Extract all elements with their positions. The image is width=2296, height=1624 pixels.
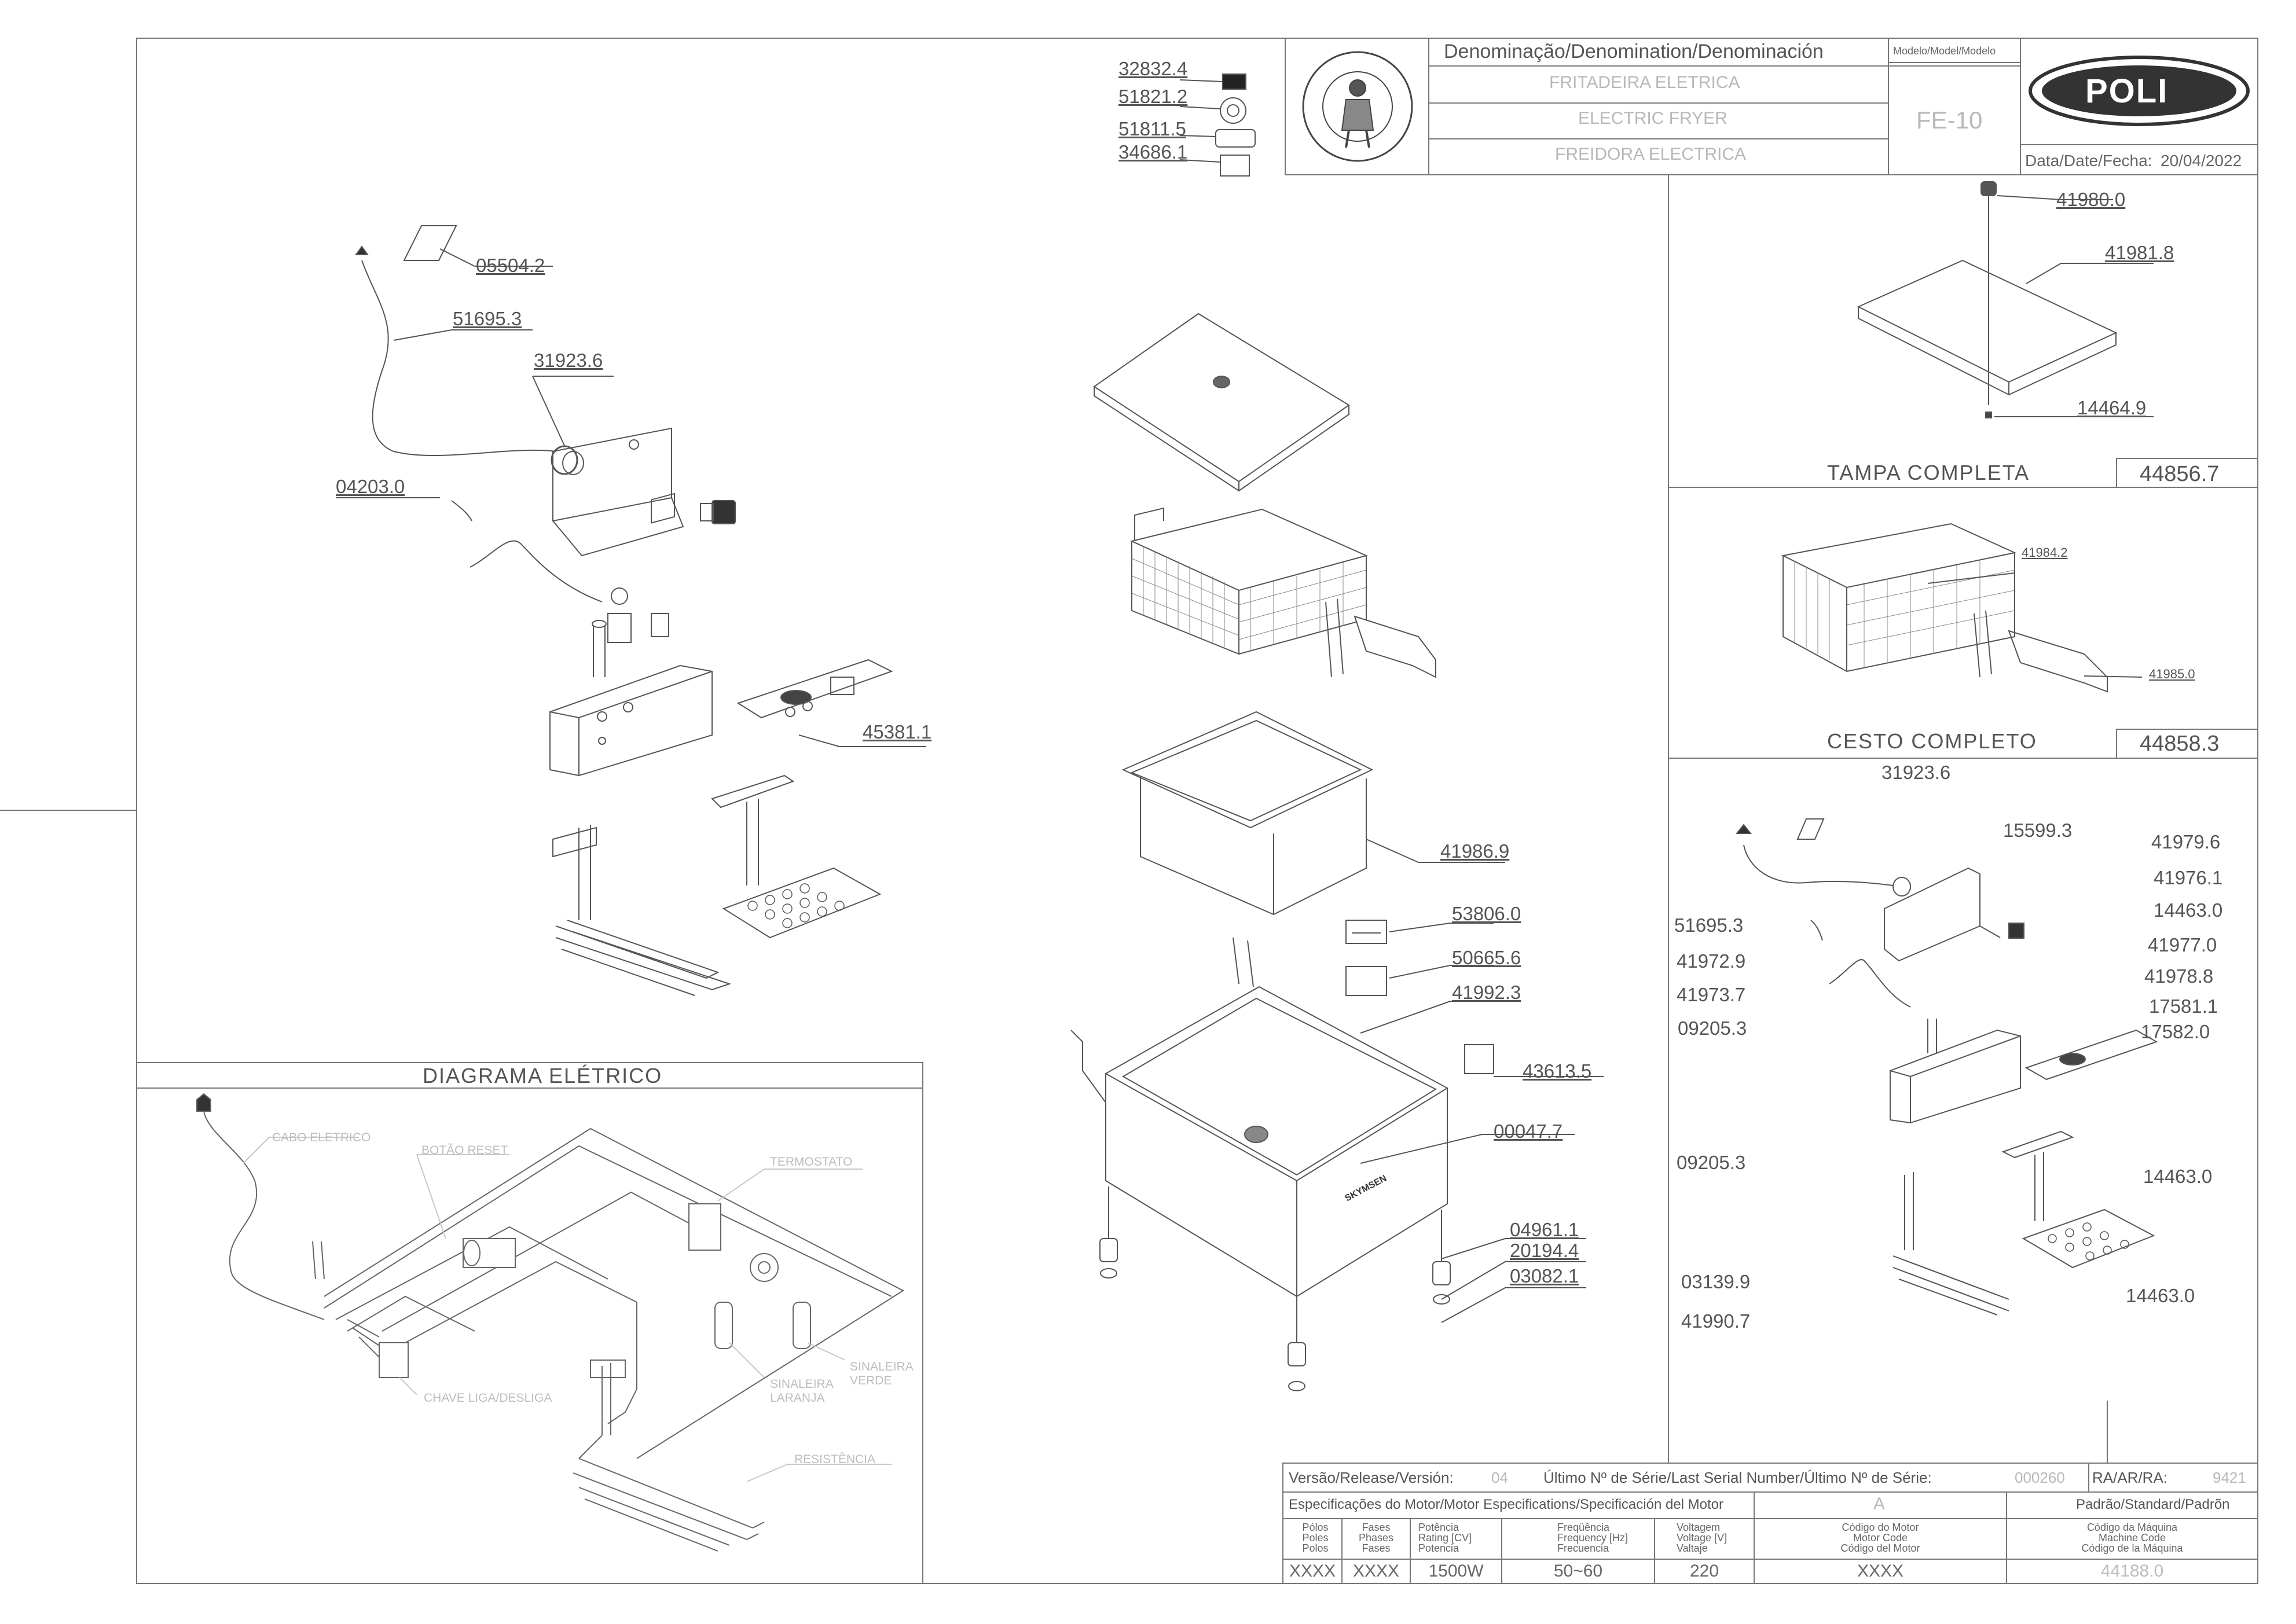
part-number-41986: 41986.9 [1440, 840, 1510, 862]
model-header: Modelo/Model/Modelo [1893, 45, 1996, 57]
variant-part-l4: 09205.3 [1678, 1017, 1747, 1039]
drawing-frame [0, 38, 2258, 1584]
label-stickers [1179, 74, 1256, 177]
leader-lines-left [336, 248, 926, 747]
basket-panel-drawing [1781, 523, 2143, 693]
lid-panel-drawing [1857, 181, 2154, 418]
part-number-sticker-2: 51821.2 [1118, 86, 1188, 107]
authorized-service-seal [1302, 51, 1413, 162]
part-number-51695: 51695.3 [453, 308, 522, 329]
variant-part-r5: 41978.8 [2144, 965, 2214, 987]
value-machine-code: 44188.0 [2100, 1561, 2164, 1581]
part-number-04961: 04961.1 [1510, 1219, 1579, 1240]
version-value: 04 [1491, 1469, 1508, 1486]
part-number-45381: 45381.1 [863, 721, 932, 743]
variant-assembly-drawing [1735, 818, 2158, 1316]
part-number-03082: 03082.1 [1510, 1265, 1579, 1287]
variant-part-l7: 41990.7 [1681, 1310, 1751, 1332]
serial-label: Último Nº de Série/Last Serial Number/Úl… [1543, 1469, 1932, 1486]
basket-panel-title: CESTO COMPLETO [1827, 729, 2037, 753]
variant-part-l1: 51695.3 [1674, 914, 1744, 936]
name-es: FREIDORA ELECTRICA [1555, 145, 1747, 164]
value-fases: XXXX [1352, 1561, 1400, 1581]
variant-part-a: 15599.3 [2003, 820, 2073, 841]
value-potencia: 1500W [1428, 1561, 1484, 1581]
poli-logo [2029, 56, 2250, 126]
variant-part-r7: 17582.0 [2141, 1021, 2210, 1042]
variant-part-r6: 17581.1 [2149, 995, 2218, 1017]
poli-logo-text: POLI [2085, 72, 2169, 110]
diagram-title: DIAGRAMA ELÉTRICO [423, 1064, 663, 1087]
part-number-50665: 50665.6 [1452, 947, 1521, 968]
part-number-05504: 05504.2 [476, 255, 545, 276]
name-en: ELECTRIC FRYER [1578, 109, 1727, 128]
electrical-diagram-drawing [196, 1093, 905, 1552]
value-voltagem: 220 [1689, 1561, 1719, 1581]
part-number-sticker-1: 32832.4 [1118, 58, 1188, 79]
variant-part-l6: 03139.9 [1681, 1271, 1751, 1292]
value-frequencia: 50~60 [1553, 1561, 1603, 1581]
date-value: 20/04/2022 [2161, 152, 2242, 170]
variant-part-r9: 14463.0 [2126, 1285, 2195, 1306]
variant-part-top: 31923.6 [1881, 762, 1951, 783]
ra-label: RA/AR/RA: [2092, 1469, 2168, 1486]
part-number-41984: 41984.2 [2022, 545, 2068, 560]
part-number-14464: 14464.9 [2077, 397, 2147, 418]
ra-value: 9421 [2213, 1469, 2246, 1486]
variant-part-l5: 09205.3 [1677, 1152, 1746, 1173]
variant-part-r2: 41976.1 [2154, 867, 2223, 888]
basket-panel-code: 44858.3 [2140, 732, 2220, 756]
value-motor-code: XXXX [1857, 1561, 1904, 1581]
spec-letter: A [1873, 1494, 1886, 1513]
part-number-41981: 41981.8 [2105, 242, 2174, 263]
diagram-label-chave: CHAVE LIGA/DESLIGA [424, 1391, 552, 1405]
diagram-label-botao: BOTÃO RESET [421, 1144, 508, 1157]
name-pt: FRITADEIRA ELETRICA [1549, 73, 1740, 92]
part-number-53806: 53806.0 [1452, 903, 1521, 924]
center-fryer-assembly [1070, 313, 1494, 1391]
serial-value: 000260 [2015, 1469, 2065, 1486]
part-number-04203: 04203.0 [336, 476, 405, 497]
diagram-label-resistencia: RESISTÊNCIA [794, 1453, 876, 1466]
date-label: Data/Date/Fecha: [2025, 152, 2152, 170]
part-number-20194: 20194.4 [1510, 1240, 1579, 1261]
diagram-label-sinaleira-laranja: SINALEIRA LARANJA [770, 1377, 833, 1405]
variant-part-l2: 41972.9 [1677, 950, 1746, 972]
leader-lines-center [1360, 839, 1604, 1323]
model-value: FE-10 [1916, 106, 1983, 134]
part-number-sticker-3: 51811.5 [1118, 118, 1186, 139]
diagram-label-cabo: CABO ELETRICO [272, 1131, 371, 1144]
motor-spec-label: Especificações do Motor/Motor Especifica… [1289, 1497, 1724, 1512]
version-label: Versão/Release/Versión: [1289, 1469, 1454, 1486]
part-number-31923: 31923.6 [534, 350, 603, 371]
value-polos: XXXX [1289, 1561, 1336, 1581]
diagram-label-sinaleira-verde: SINALEIRA VERDE [850, 1360, 913, 1387]
left-control-assembly [355, 225, 893, 996]
part-number-41985: 41985.0 [2149, 667, 2195, 681]
variant-part-r1: 41979.6 [2151, 831, 2221, 853]
denomination-header: Denominação/Denomination/Denominación [1444, 41, 1824, 63]
lid-panel-title: TAMPA COMPLETA [1827, 461, 2030, 484]
variant-part-r4: 41977.0 [2148, 934, 2217, 956]
part-number-00047: 00047.7 [1494, 1120, 1563, 1142]
variant-part-r3: 14463.0 [2154, 899, 2223, 921]
diagram-label-termostato: TERMOSTATO [770, 1155, 853, 1169]
variant-part-r8: 14463.0 [2143, 1166, 2213, 1187]
part-number-sticker-4: 34686.1 [1118, 141, 1188, 163]
lid-panel-code: 44856.7 [2140, 462, 2220, 486]
part-number-41980: 41980.0 [2056, 189, 2126, 210]
variant-part-l3: 41973.7 [1677, 984, 1746, 1005]
part-number-43613: 43613.5 [1523, 1060, 1592, 1082]
part-number-41992: 41992.3 [1452, 982, 1521, 1003]
standard-label: Padrão/Standard/Padrõn [2076, 1497, 2230, 1512]
